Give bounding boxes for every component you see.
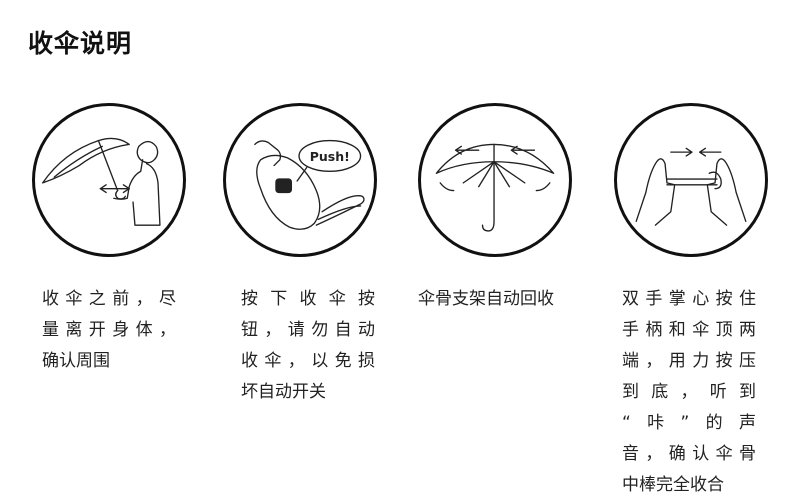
step-1-caption: 收伞之前，尽 量离开身体， 确认周围 <box>42 284 176 377</box>
caption-line: 端，用力按压 <box>622 351 756 371</box>
caption-line: “咔”的声 <box>622 413 756 433</box>
person-holding-umbrella-icon <box>42 137 161 226</box>
step-2-caption: 按下收伞按 钮，请勿自动 收伞，以免损 坏自动开关 <box>241 284 375 408</box>
step-4-caption: 双手掌心按住 手柄和伞顶两 端，用力按压 到底，听到 “咔”的声 音，确认伞骨 … <box>622 284 756 501</box>
push-label: Push! <box>310 149 350 164</box>
step-4-illustration <box>614 103 768 257</box>
caption-line: 确认周围 <box>42 351 110 371</box>
caption-line: 收伞之前，尽 <box>42 289 176 309</box>
caption-line: 按下收伞按 <box>241 289 375 309</box>
step-3-illustration <box>418 103 572 257</box>
page-title: 收伞说明 <box>28 29 133 58</box>
umbrella-ribs-retracting-icon <box>435 143 555 232</box>
step-3-caption: 伞骨支架自动回收 <box>418 284 578 315</box>
caption-line: 到底，听到 <box>622 382 756 402</box>
caption-line: 双手掌心按住 <box>622 289 756 309</box>
caption-line: 中棒完全收合 <box>622 475 724 495</box>
two-hands-pressing-umbrella-icon <box>635 147 747 226</box>
step-1-illustration <box>32 103 186 257</box>
step-2-illustration: Push! <box>223 103 377 257</box>
caption-line: 手柄和伞顶两 <box>622 320 756 340</box>
caption-line: 坏自动开关 <box>241 382 326 402</box>
press-push-button-icon: Push! <box>254 139 365 230</box>
caption-line: 伞骨支架自动回收 <box>418 289 554 309</box>
caption-line: 钮，请勿自动 <box>241 320 375 340</box>
caption-line: 音，确认伞骨 <box>622 444 756 464</box>
caption-line: 收伞，以免损 <box>241 351 375 371</box>
caption-line: 量离开身体， <box>42 320 176 340</box>
